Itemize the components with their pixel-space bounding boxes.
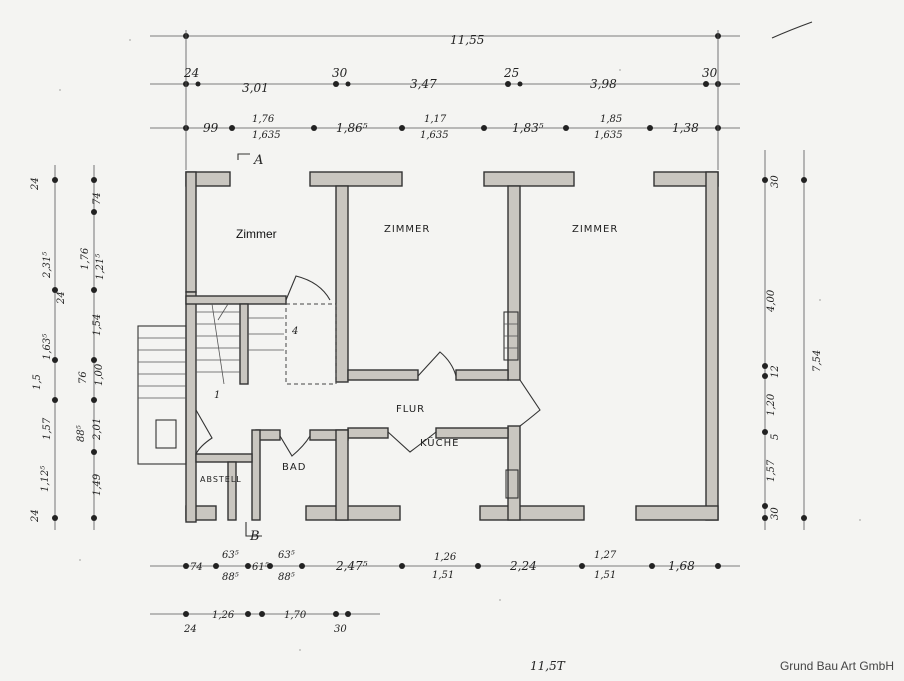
dim-top2-2: 1,76 bbox=[252, 114, 275, 125]
dim-bottom-11: 1,27 bbox=[594, 550, 617, 561]
entrance-steps bbox=[137, 325, 187, 465]
dim-top-5: 25 bbox=[503, 66, 519, 80]
dim-bottom-10: 2,24 bbox=[509, 559, 537, 573]
check-mark bbox=[771, 21, 813, 39]
dim-bottom-4: 61⁵ bbox=[252, 562, 269, 573]
right-dimensions: 30 4,00 7,54 12 1,20 5 1,57 30 bbox=[762, 150, 823, 530]
dim-bottom-1: 74 bbox=[190, 562, 203, 573]
dim-bottom-7: 2,47⁵ bbox=[335, 559, 368, 573]
door-entrance bbox=[195, 409, 213, 455]
dim-top-4: 3,47 bbox=[410, 77, 437, 91]
dim-left-7: 1,54 bbox=[92, 314, 103, 336]
dim-right-4: 12 bbox=[770, 365, 781, 378]
dim-bottom-3: 88⁵ bbox=[222, 572, 239, 583]
dim-left-14: 1,57 bbox=[42, 417, 53, 440]
dim-top-2: 3,01 bbox=[242, 81, 269, 95]
staircase: 1 4 bbox=[196, 303, 298, 401]
dim-right-3: 7,54 bbox=[812, 350, 823, 372]
room-label-flur: FLUR bbox=[396, 404, 425, 415]
dim-left-8: 1,63⁵ bbox=[42, 334, 53, 360]
section-mark-a: A bbox=[253, 153, 263, 168]
dim-top-3: 30 bbox=[332, 66, 348, 80]
dim-left-4: 1,76 bbox=[80, 247, 91, 270]
chimney bbox=[503, 311, 519, 499]
dim-right-2: 4,00 bbox=[766, 289, 777, 313]
door-zimmer-mid bbox=[417, 351, 457, 377]
room-label-zimmer-mid: ZIMMER bbox=[384, 224, 430, 235]
dim-bottom2-4: 30 bbox=[334, 624, 347, 635]
dim-left-11: 76 bbox=[78, 371, 89, 384]
dim-top2-7: 1,83⁵ bbox=[512, 121, 544, 135]
stair-number: 1 bbox=[214, 390, 220, 401]
paper-texture bbox=[59, 39, 861, 651]
dim-left-16: 1,49 bbox=[92, 473, 103, 496]
dim-top2-3: 1,635 bbox=[252, 130, 281, 141]
dim-top2-4: 1,86⁵ bbox=[336, 121, 368, 135]
dim-bottom-9: 1,51 bbox=[432, 570, 454, 581]
room-label-kuche: KÜCHE bbox=[420, 436, 459, 449]
dim-top2-10: 1,38 bbox=[672, 121, 699, 135]
dim-right-5: 1,20 bbox=[766, 393, 777, 416]
dim-left-3: 2,31⁵ bbox=[42, 252, 53, 279]
dim-top2-1: 99 bbox=[203, 121, 219, 135]
dim-right-6: 5 bbox=[770, 434, 781, 440]
dim-left-12: 2,01 bbox=[92, 418, 103, 441]
dim-bottom-8: 1,26 bbox=[434, 552, 457, 563]
left-dimensions: 24 74 2,31⁵ 1,76 1,21⁵ 24 1,54 1,63⁵ 1,5… bbox=[30, 165, 106, 530]
door-kuche bbox=[387, 431, 437, 453]
door-zimmer-left bbox=[285, 275, 331, 301]
dim-top2-8: 1,85 bbox=[600, 114, 622, 125]
room-label-zimmer-right: ZIMMER bbox=[572, 224, 618, 235]
dim-bottom-13: 1,68 bbox=[668, 559, 695, 573]
dim-left-5: 1,21⁵ bbox=[95, 254, 106, 280]
dim-left-15: 1,12⁵ bbox=[40, 466, 51, 492]
dim-bottom-2: 63⁵ bbox=[222, 550, 239, 561]
dim-top2-9: 1,635 bbox=[594, 130, 623, 141]
dim-left-13: 88⁵ bbox=[76, 425, 87, 442]
door-zimmer-right bbox=[519, 379, 541, 427]
top-dimensions: 11,55 24 3,01 30 3,47 25 3,98 30 99 1,76… bbox=[150, 30, 740, 170]
section-mark-b: B bbox=[249, 529, 260, 544]
dim-top2-5: 1,17 bbox=[424, 114, 447, 125]
dim-left-10: 1,00 bbox=[94, 363, 105, 386]
dim-overall-top: 11,55 bbox=[450, 33, 484, 47]
dim-left-6: 24 bbox=[56, 291, 67, 305]
dim-bottom2-2: 1,26 bbox=[212, 610, 235, 621]
dim-right-7: 1,57 bbox=[766, 459, 777, 482]
stair-step-number: 4 bbox=[291, 326, 298, 337]
stair-opening bbox=[285, 303, 337, 385]
dim-left-2: 74 bbox=[92, 192, 103, 205]
dim-left-9: 1,5 bbox=[32, 374, 43, 390]
dim-left-17: 24 bbox=[30, 509, 41, 523]
door-bad bbox=[279, 435, 311, 457]
dim-bottom-6: 88⁵ bbox=[278, 572, 295, 583]
dim-top2-6: 1,635 bbox=[420, 130, 449, 141]
section-marks: A B bbox=[237, 153, 263, 544]
dim-bottom-5: 63⁵ bbox=[278, 550, 295, 561]
dim-bottom2-1: 24 bbox=[183, 624, 197, 635]
dim-overall-bottom: 11,5T bbox=[530, 659, 566, 673]
dim-top-6: 3,98 bbox=[590, 77, 617, 91]
credit-text: Grund Bau Art GmbH bbox=[779, 659, 894, 673]
dim-top-1: 24 bbox=[183, 66, 199, 80]
bottom-dimensions: 74 63⁵ 88⁵ 61⁵ 63⁵ 88⁵ 2,47⁵ 1,26 1,51 2… bbox=[150, 550, 740, 673]
dim-bottom-12: 1,51 bbox=[594, 570, 616, 581]
walls bbox=[185, 171, 719, 523]
dim-right-8: 30 bbox=[770, 507, 781, 520]
room-label-zimmer-left: Zimmer bbox=[236, 227, 277, 241]
dim-top-7: 30 bbox=[702, 66, 718, 80]
dim-bottom2-3: 1,70 bbox=[284, 610, 307, 621]
dim-right-1: 30 bbox=[770, 175, 781, 188]
doors bbox=[195, 275, 541, 457]
room-label-bad: BAD bbox=[282, 462, 306, 473]
room-label-abstell: ABSTELL bbox=[200, 475, 242, 484]
dim-left-1: 24 bbox=[30, 177, 41, 191]
